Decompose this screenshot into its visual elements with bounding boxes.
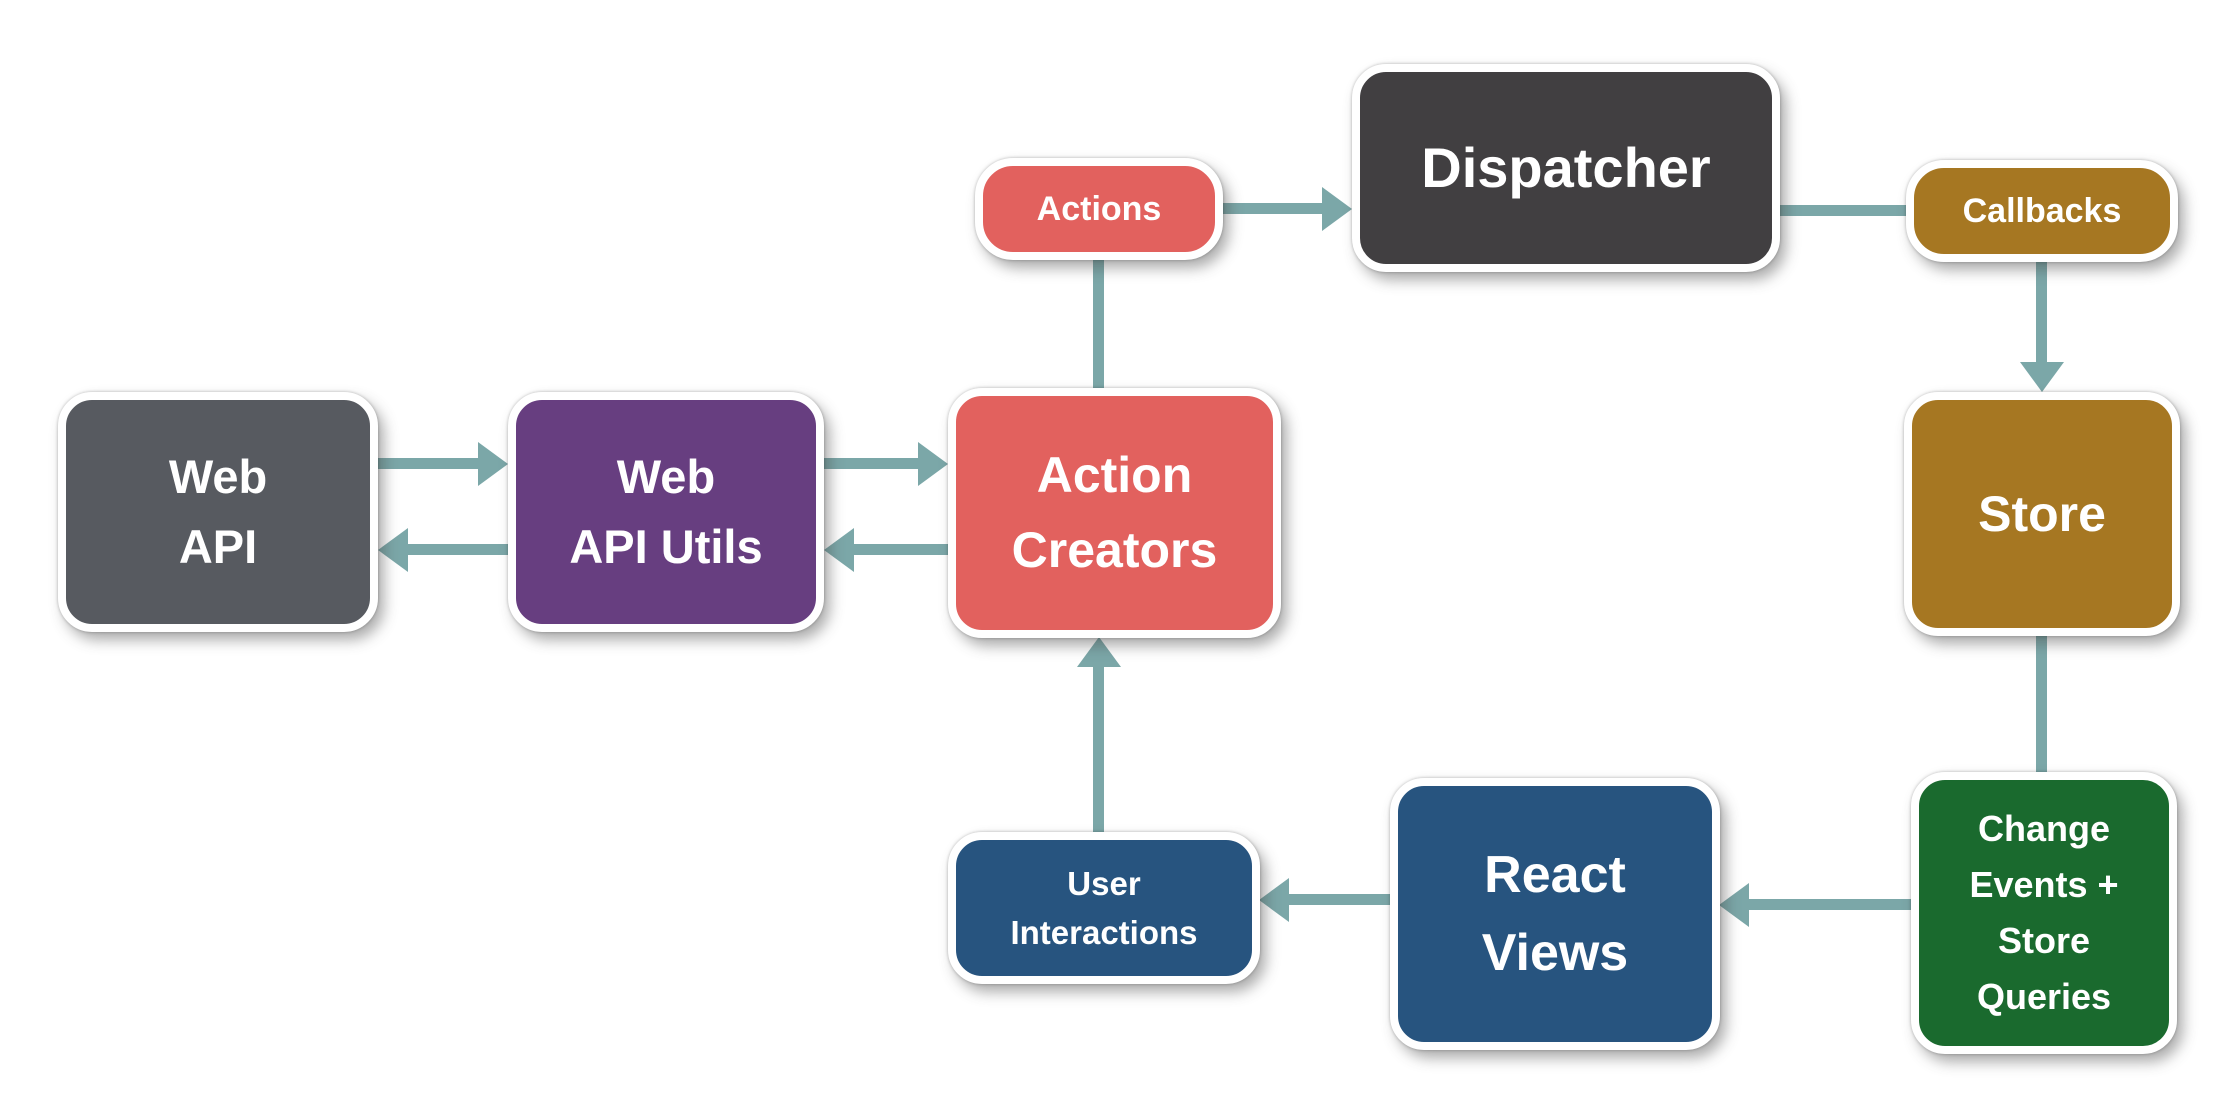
- arrowhead-down-icon: [2020, 362, 2064, 392]
- connector-user-interactions-to-action-creators: [1093, 666, 1104, 834]
- arrowhead-left-icon: [378, 528, 408, 572]
- connector-actions-to-dispatcher: [1222, 203, 1324, 214]
- node-user-interactions: User Interactions: [948, 832, 1260, 984]
- node-store-label: Store: [1978, 485, 2106, 542]
- node-dispatcher-label: Dispatcher: [1421, 136, 1711, 199]
- node-change-events-store-queries: Change Events + Store Queries: [1911, 772, 2177, 1054]
- node-actions-label: Actions: [1036, 189, 1162, 228]
- connector-react-views-to-user-interactions: [1289, 894, 1392, 905]
- node-dispatcher: Dispatcher: [1352, 64, 1780, 272]
- node-web-api-utils-label: Web API Utils: [569, 449, 763, 574]
- connector-action-creators-to-web-api-utils: [854, 544, 950, 555]
- arrowhead-left-icon: [1719, 883, 1749, 927]
- node-web-api-label: Web API: [168, 449, 268, 574]
- connector-web-api-to-web-api-utils: [378, 458, 480, 469]
- connector-web-api-utils-to-web-api: [408, 544, 508, 555]
- node-actions: Actions: [975, 158, 1223, 260]
- arrowhead-right-icon: [918, 442, 948, 486]
- arrowhead-right-icon: [478, 442, 508, 486]
- node-action-creators-label: Action Creators: [1011, 447, 1218, 578]
- connector-change-events-to-react-views: [1749, 899, 1913, 910]
- arrowhead-up-icon: [1077, 637, 1121, 667]
- node-callbacks-label: Callbacks: [1962, 191, 2122, 230]
- node-store: Store: [1904, 392, 2180, 636]
- arrowhead-left-icon: [824, 528, 854, 572]
- connector-web-api-utils-to-action-creators: [824, 458, 920, 469]
- node-action-creators: Action Creators: [948, 388, 1281, 638]
- arrowhead-right-icon: [1322, 187, 1352, 231]
- connector-dispatcher-to-callbacks: [1779, 205, 1907, 216]
- node-react-views: React Views: [1390, 778, 1720, 1050]
- node-callbacks: Callbacks: [1906, 160, 2178, 262]
- connector-store-to-change-events: [2036, 634, 2047, 774]
- connector-callbacks-to-store: [2036, 261, 2047, 364]
- node-react-views-label: React Views: [1481, 846, 1629, 982]
- node-change-events-store-queries-label: Change Events + Store Queries: [1969, 808, 2119, 1017]
- node-web-api: Web API: [58, 392, 378, 632]
- node-web-api-utils: Web API Utils: [508, 392, 824, 632]
- connector-action-creators-to-actions: [1093, 258, 1104, 390]
- arrowhead-left-icon: [1259, 878, 1289, 922]
- node-user-interactions-label: User Interactions: [1010, 864, 1198, 952]
